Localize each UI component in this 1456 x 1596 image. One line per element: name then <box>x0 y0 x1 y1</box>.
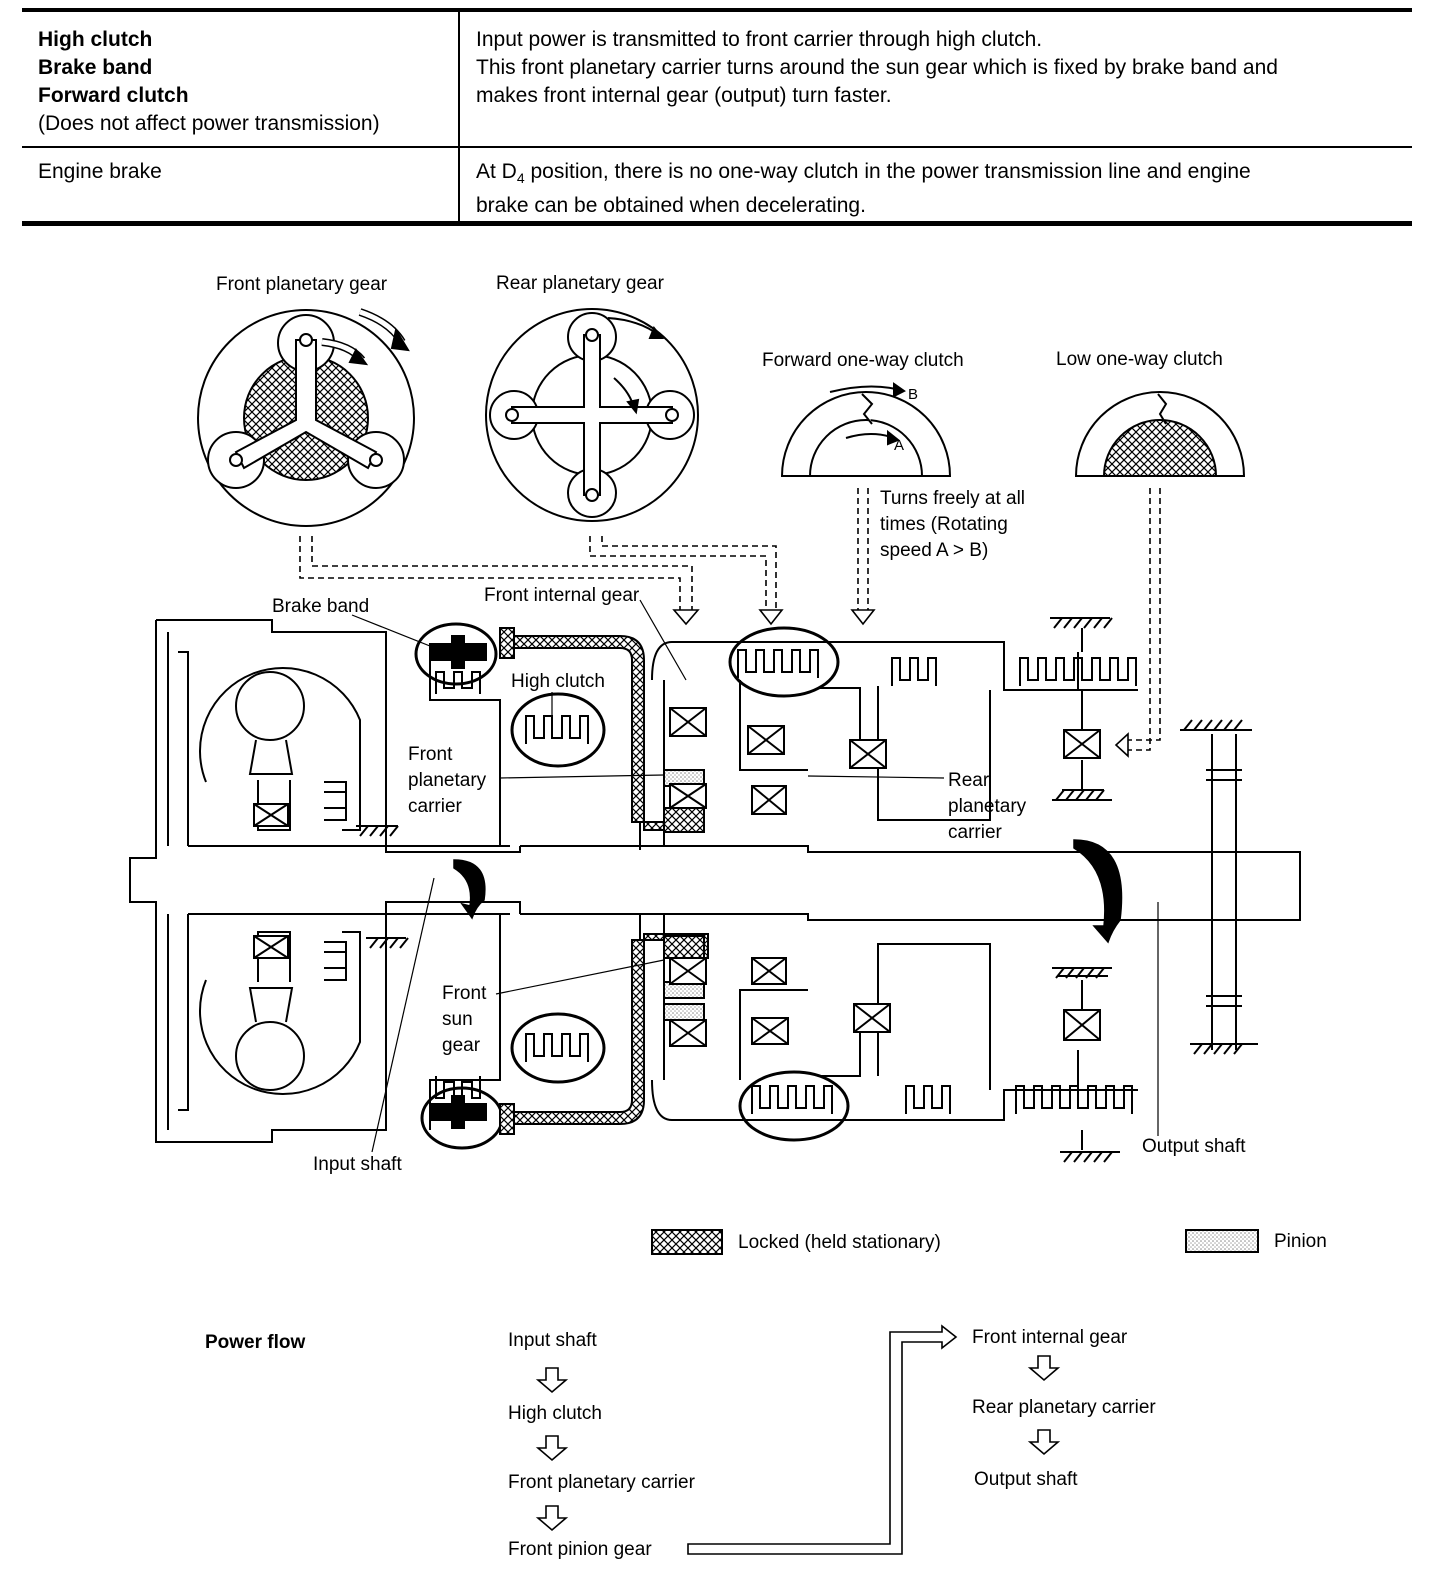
description-cell: Input power is transmitted to front carr… <box>459 10 1412 148</box>
low-one-way-clutch-figure <box>1074 391 1246 477</box>
clutch-letter-a: A <box>894 437 904 454</box>
rotation-arrows <box>453 839 1123 944</box>
legend-locked-swatch <box>651 1229 723 1255</box>
legend-pinion-swatch <box>1185 1229 1259 1253</box>
legend-pinion-label: Pinion <box>1274 1231 1327 1252</box>
elements-cell: High clutch Brake band Forward clutch (D… <box>22 10 460 148</box>
flow-step-front-planetary-carrier: Front planetary carrier <box>508 1472 696 1493</box>
label-front-sun-gear: Front <box>442 983 487 1004</box>
label-front-sun-gear: gear <box>442 1035 481 1056</box>
element-engine-brake: Engine brake <box>38 160 162 183</box>
description-line: makes front internal gear (output) turn … <box>476 84 892 107</box>
description-prefix: At D <box>476 160 517 183</box>
flow-step-front-pinion-gear: Front pinion gear <box>508 1539 652 1560</box>
dashed-arrowheads <box>672 609 1129 758</box>
flow-step-high-clutch: High clutch <box>508 1403 602 1424</box>
label-brake-band: Brake band <box>272 596 369 617</box>
description-line: At D4 position, there is no one-way clut… <box>476 158 1396 192</box>
elements-cell: Engine brake <box>22 147 460 227</box>
label-front-sun-gear: sun <box>442 1009 473 1030</box>
label-rear-planetary-carrier: Rear <box>948 770 990 791</box>
forward-one-way-clutch-title: Forward one-way clutch <box>762 350 964 371</box>
forward-one-way-clutch-figure <box>780 382 952 477</box>
label-output-shaft: Output shaft <box>1142 1136 1246 1157</box>
table-row: High clutch Brake band Forward clutch (D… <box>22 10 1412 148</box>
operation-table: High clutch Brake band Forward clutch (D… <box>22 10 1412 227</box>
leader-lines <box>351 599 1159 1153</box>
description-cell: At D4 position, there is no one-way clut… <box>459 147 1412 226</box>
turns-freely-line: speed A > B) <box>880 540 988 561</box>
flow-step-front-internal-gear: Front internal gear <box>972 1327 1128 1348</box>
rear-planetary-gear-title: Rear planetary gear <box>496 273 665 294</box>
clutch-letter-b: B <box>908 386 918 403</box>
rear-planetary-gear-figure <box>485 308 699 522</box>
dashed-indicators <box>299 488 1161 751</box>
flow-step-output-shaft: Output shaft <box>974 1469 1078 1490</box>
element-brake-band: Brake band <box>38 56 153 79</box>
description-line: brake can be obtained when decelerating. <box>476 194 866 218</box>
element-high-clutch: High clutch <box>38 28 153 51</box>
power-flow-title: Power flow <box>205 1332 306 1353</box>
label-front-planetary-carrier: planetary <box>408 770 487 791</box>
turns-freely-line: times (Rotating <box>880 514 1008 535</box>
transmission-cross-section <box>129 617 1301 1163</box>
label-front-internal-gear: Front internal gear <box>484 585 640 606</box>
label-rear-planetary-carrier: carrier <box>948 822 1003 843</box>
label-front-planetary-carrier: carrier <box>408 796 463 817</box>
low-one-way-clutch-title: Low one-way clutch <box>1056 349 1223 370</box>
highlight-ellipses <box>414 622 850 1150</box>
flow-connector-arrow <box>687 1324 958 1555</box>
label-front-planetary-carrier: Front <box>408 744 453 765</box>
label-rear-planetary-carrier: planetary <box>948 796 1027 817</box>
bearings <box>669 707 1101 1047</box>
description-line: Input power is transmitted to front carr… <box>476 28 1043 51</box>
front-planetary-gear-title: Front planetary gear <box>216 274 388 295</box>
flow-step-input-shaft: Input shaft <box>508 1330 597 1351</box>
clutch-packs <box>435 649 1137 1114</box>
flow-step-rear-planetary-carrier: Rear planetary carrier <box>972 1397 1156 1418</box>
legend-locked-label: Locked (held stationary) <box>738 1232 941 1253</box>
turns-freely-line: Turns freely at all <box>880 488 1025 509</box>
label-input-shaft: Input shaft <box>313 1154 402 1175</box>
label-high-clutch: High clutch <box>511 671 605 692</box>
description-subscript: 4 <box>516 170 525 187</box>
description-line: This front planetary carrier turns aroun… <box>476 56 1278 79</box>
description-rest: position, there is no one-way clutch in … <box>524 160 1251 183</box>
element-note: (Does not affect power transmission) <box>38 112 380 135</box>
table-row: Engine brake At D4 position, there is no… <box>22 147 1412 227</box>
table-bottom-rule <box>22 221 1412 226</box>
element-forward-clutch: Forward clutch <box>38 84 189 107</box>
flow-down-arrows <box>535 1355 1061 1532</box>
front-planetary-gear-figure <box>197 308 415 527</box>
